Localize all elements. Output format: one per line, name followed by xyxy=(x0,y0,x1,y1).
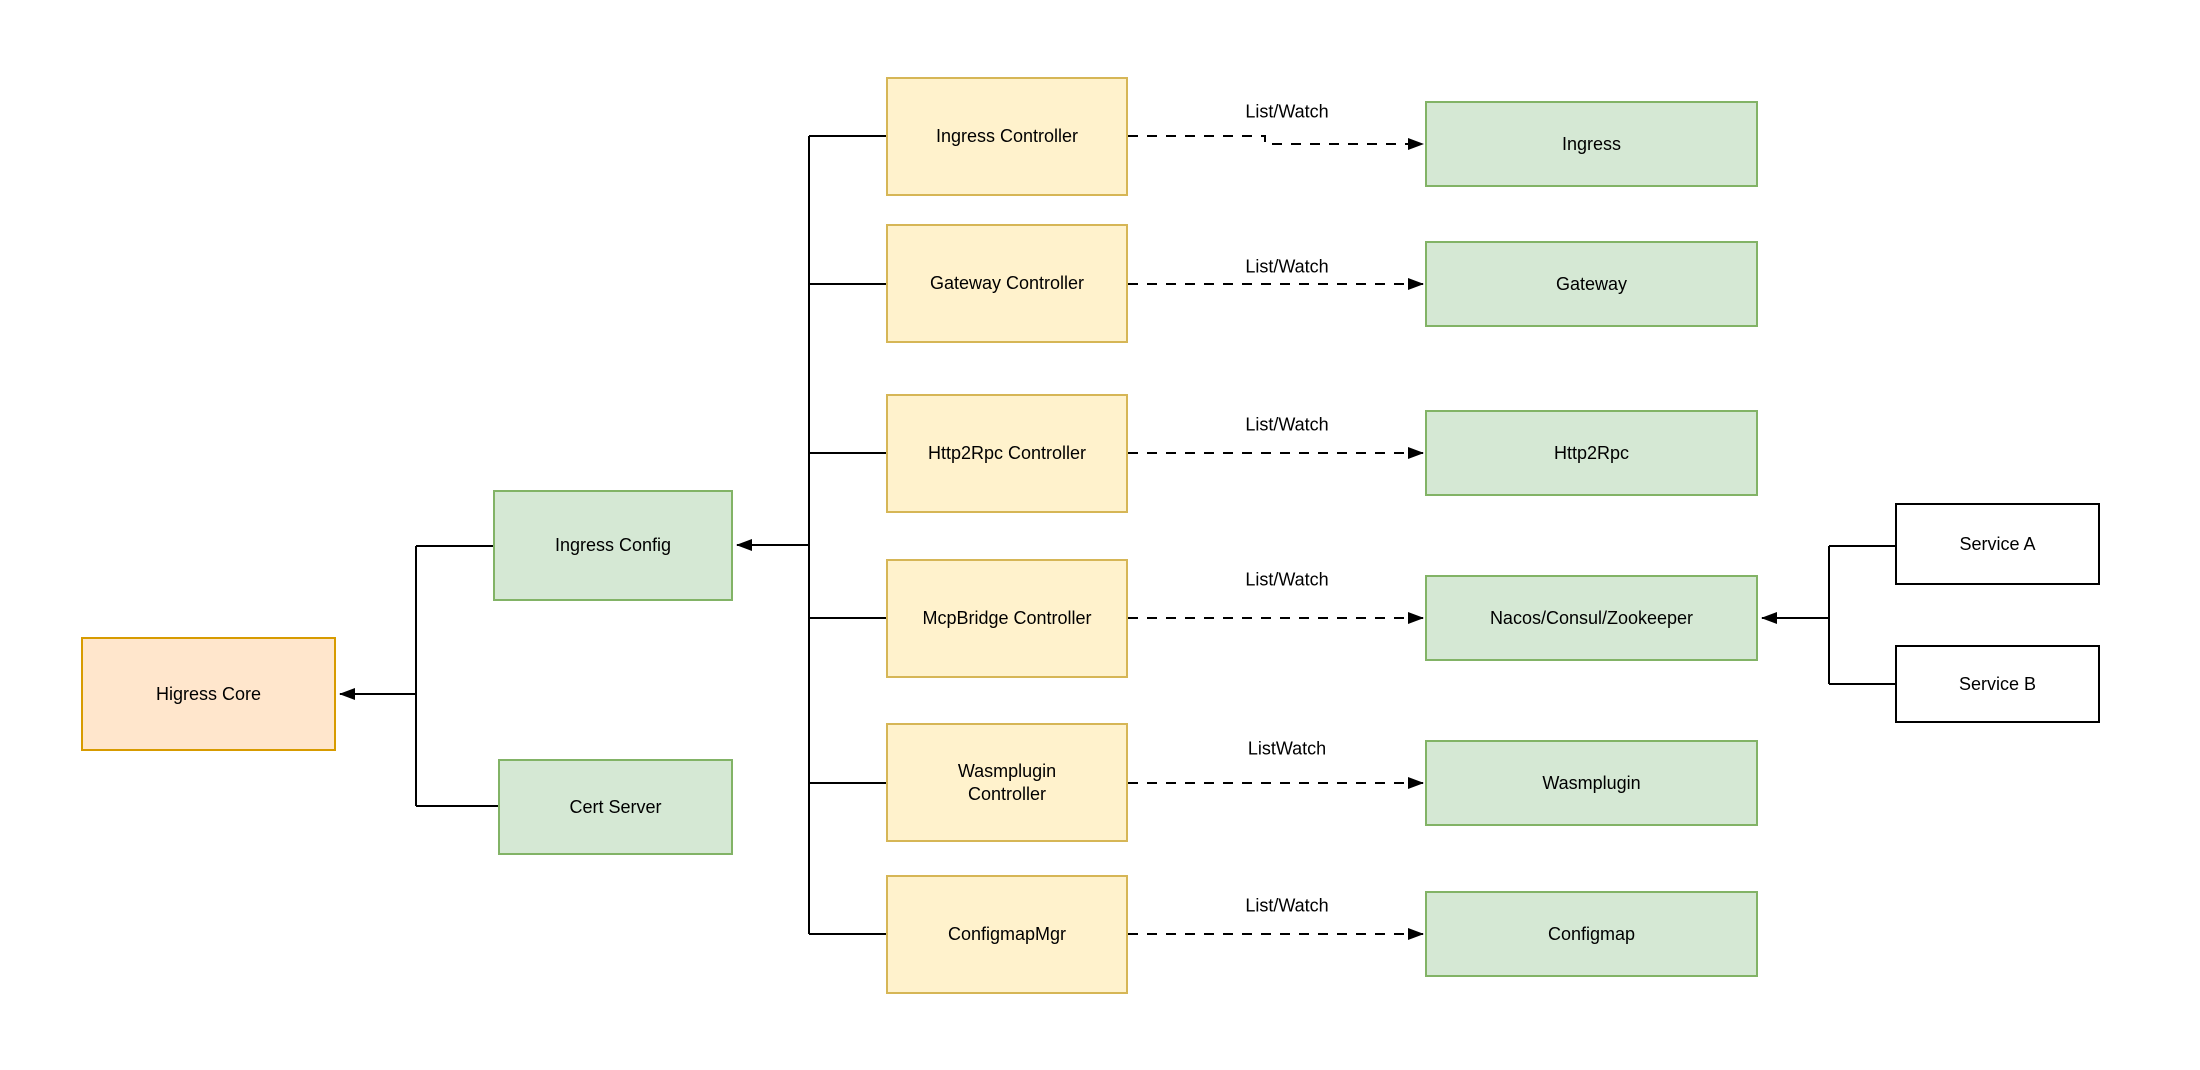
node-http2rpc-controller: Http2Rpc Controller xyxy=(886,394,1128,513)
node-higress-core: Higress Core xyxy=(81,637,336,751)
node-ingress-config: Ingress Config xyxy=(493,490,733,601)
ingress-controller-label: Ingress Controller xyxy=(935,126,1079,147)
node-wasmplugin-controller: Wasmplugin Controller xyxy=(886,723,1128,842)
ingress-config-label: Ingress Config xyxy=(554,535,672,556)
edge-label-list-watch-row6: List/Watch xyxy=(1242,895,1332,917)
configmap-label: Configmap xyxy=(1547,923,1636,944)
wasmplugin-label: Wasmplugin xyxy=(1542,772,1641,793)
mcpbridge-controller-label: McpBridge Controller xyxy=(922,608,1092,629)
node-http2rpc: Http2Rpc xyxy=(1425,410,1758,496)
node-cert-server: Cert Server xyxy=(498,759,733,855)
configmapmgr-label: ConfigmapMgr xyxy=(947,924,1067,945)
wasmplugin-controller-label: Wasmplugin Controller xyxy=(957,761,1057,804)
ingress-label: Ingress xyxy=(1561,133,1622,154)
service-b-label: Service B xyxy=(1958,673,2037,694)
gateway-label: Gateway xyxy=(1555,273,1628,294)
gateway-controller-label: Gateway Controller xyxy=(929,273,1085,294)
node-configmap: Configmap xyxy=(1425,891,1758,977)
service-a-label: Service A xyxy=(1959,533,2036,554)
nacos-consul-zookeeper-label: Nacos/Consul/Zookeeper xyxy=(1489,607,1694,628)
node-service-a: Service A xyxy=(1895,503,2100,585)
node-gateway-controller: Gateway Controller xyxy=(886,224,1128,343)
edge-label-list-watch-row1: List/Watch xyxy=(1242,101,1332,123)
dashed-ingress-controller-to-ingress xyxy=(1128,135,1424,150)
http2rpc-label: Http2Rpc xyxy=(1553,442,1630,463)
http2rpc-controller-label: Http2Rpc Controller xyxy=(927,443,1087,464)
node-ingress-controller: Ingress Controller xyxy=(886,77,1128,196)
edge-label-list-watch-row2: List/Watch xyxy=(1242,256,1332,278)
cert-server-label: Cert Server xyxy=(569,796,662,817)
node-mcpbridge-controller: McpBridge Controller xyxy=(886,559,1128,678)
node-nacos-consul-zookeeper: Nacos/Consul/Zookeeper xyxy=(1425,575,1758,661)
edge-label-listwatch-row5: ListWatch xyxy=(1244,738,1330,760)
edge-label-list-watch-row4: List/Watch xyxy=(1242,569,1332,591)
node-wasmplugin: Wasmplugin xyxy=(1425,740,1758,826)
node-ingress: Ingress xyxy=(1425,101,1758,187)
node-service-b: Service B xyxy=(1895,645,2100,723)
node-configmapmgr: ConfigmapMgr xyxy=(886,875,1128,994)
higress-core-label: Higress Core xyxy=(155,683,262,704)
node-gateway: Gateway xyxy=(1425,241,1758,327)
edge-label-list-watch-row3: List/Watch xyxy=(1242,414,1332,436)
